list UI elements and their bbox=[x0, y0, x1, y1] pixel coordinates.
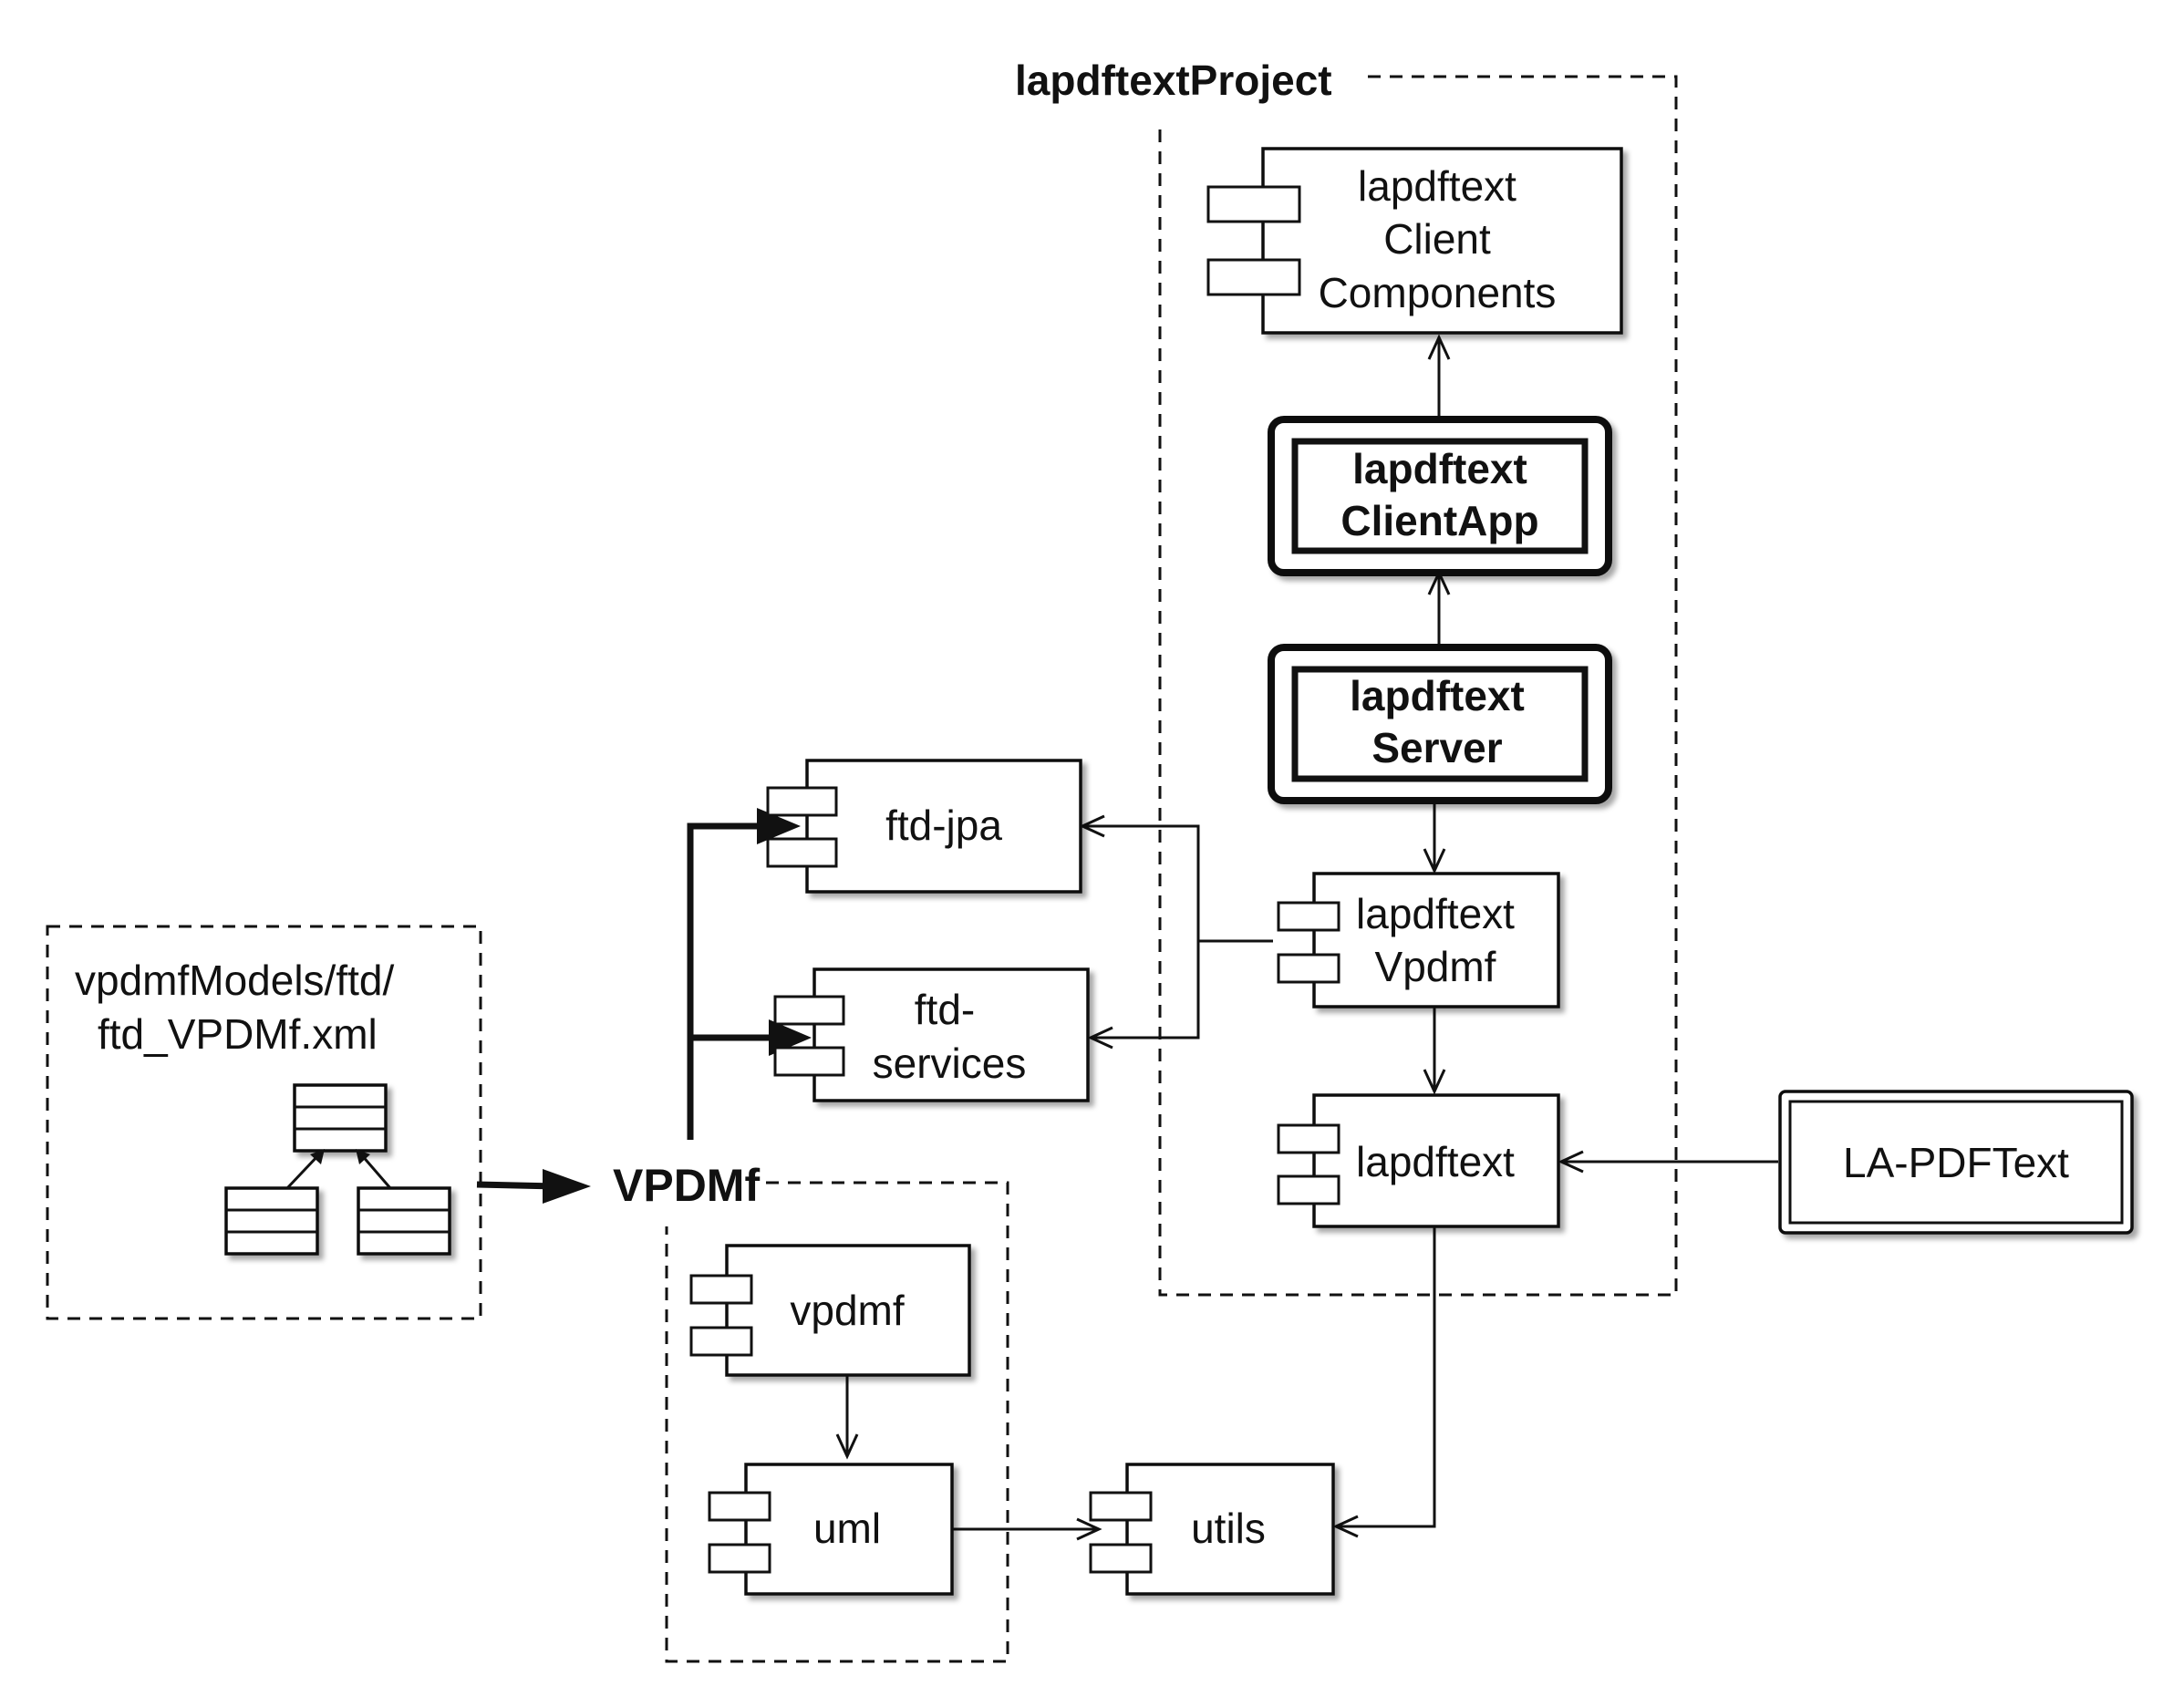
clientapp-line1: lapdftext bbox=[1352, 445, 1527, 492]
component-port-icon bbox=[689, 1274, 753, 1305]
lapdftext-vpdmf-line2: Vpdmf bbox=[1375, 943, 1496, 990]
application-clientapp[interactable]: lapdftext ClientApp bbox=[1268, 416, 1612, 576]
vpdmf-frame-title: VPDMf bbox=[613, 1160, 760, 1211]
uml-class-diagram-icon bbox=[224, 1083, 451, 1256]
component-utils[interactable]: utils bbox=[1089, 1463, 1335, 1596]
dependency-vpdmf-to-ftd-services bbox=[1091, 941, 1200, 1040]
connectors bbox=[476, 334, 1778, 1541]
lapdftext-label: lapdftext bbox=[1356, 1138, 1515, 1185]
component-port-icon bbox=[766, 786, 838, 817]
ftd-jpa-label: ftd-jpa bbox=[885, 802, 1002, 849]
ftd-services-line1: ftd- bbox=[915, 986, 975, 1033]
project-frame-title: lapdftextProject bbox=[1015, 57, 1332, 104]
component-port-icon bbox=[1277, 1123, 1340, 1154]
application-server[interactable]: lapdftext Server bbox=[1268, 644, 1612, 804]
ftd-services-line2: services bbox=[873, 1040, 1027, 1087]
component-port-icon bbox=[1277, 953, 1340, 984]
uml-label: uml bbox=[813, 1505, 881, 1552]
component-port-icon bbox=[1206, 185, 1301, 223]
component-lapdftext[interactable]: lapdftext bbox=[1277, 1093, 1560, 1228]
vpdmf-models-frame: vpdmfModels/ftd/ ftd_VPDMf.xml bbox=[46, 925, 482, 1320]
component-port-icon bbox=[1277, 901, 1340, 932]
dependency-lapdftext-to-utils bbox=[1336, 1226, 1436, 1528]
generation-vpdmf-to-ftd-jpa bbox=[687, 822, 761, 1140]
clientapp-line2: ClientApp bbox=[1340, 497, 1538, 544]
component-port-icon bbox=[1277, 1174, 1340, 1205]
component-client-components[interactable]: lapdftext Client Components bbox=[1206, 147, 1623, 335]
external-la-pdftext[interactable]: LA-PDFText bbox=[1778, 1090, 2134, 1235]
component-port-icon bbox=[766, 837, 838, 868]
lapdftext-vpdmf-line1: lapdftext bbox=[1356, 890, 1515, 937]
server-line2: Server bbox=[1371, 724, 1502, 771]
component-port-icon bbox=[689, 1326, 753, 1357]
component-port-icon bbox=[708, 1491, 771, 1522]
models-file-path-line1: vpdmfModels/ftd/ bbox=[75, 957, 394, 1004]
models-file-path-line2: ftd_VPDMf.xml bbox=[98, 1010, 378, 1058]
client-components-line1: lapdftext bbox=[1358, 162, 1516, 210]
client-components-line3: Components bbox=[1319, 269, 1557, 316]
la-pdftext-label: LA-PDFText bbox=[1843, 1139, 2069, 1186]
component-port-icon bbox=[773, 995, 845, 1026]
component-port-icon bbox=[1089, 1543, 1153, 1574]
component-port-icon bbox=[773, 1046, 845, 1077]
server-line1: lapdftext bbox=[1350, 672, 1525, 719]
component-port-icon bbox=[1206, 258, 1301, 296]
component-uml[interactable]: uml bbox=[708, 1463, 954, 1596]
lapdftext-project-frame: lapdftextProject bbox=[1015, 57, 1678, 1297]
component-ftd-jpa[interactable]: ftd-jpa bbox=[766, 759, 1082, 894]
component-ftd-services[interactable]: ftd- services bbox=[773, 967, 1090, 1102]
dependency-vpdmf-to-ftd-jpa bbox=[1082, 824, 1273, 943]
vpdmf-frame: VPDMf bbox=[613, 1160, 1009, 1663]
component-lapdftext-vpdmf[interactable]: lapdftext Vpdmf bbox=[1277, 872, 1560, 1008]
client-components-line2: Client bbox=[1383, 215, 1491, 263]
component-port-icon bbox=[1089, 1491, 1153, 1522]
component-vpdmf[interactable]: vpdmf bbox=[689, 1244, 971, 1377]
vpdmf-component-label: vpdmf bbox=[790, 1287, 904, 1334]
utils-label: utils bbox=[1191, 1505, 1266, 1552]
component-port-icon bbox=[708, 1543, 771, 1574]
